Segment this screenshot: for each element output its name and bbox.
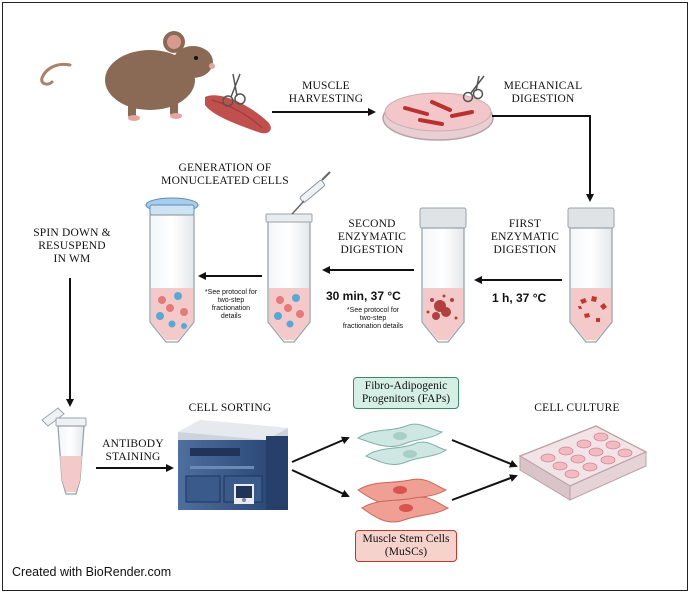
arrow-to-faps xyxy=(291,436,350,463)
label-mononucleated: GENERATION OF MONUCLEATED CELLS xyxy=(161,162,289,187)
label-mechanical-digestion: MECHANICAL DIGESTION xyxy=(503,80,583,105)
arrow-muscs-culture xyxy=(451,474,518,501)
scissors-icon-2 xyxy=(462,75,485,103)
syringe-icon xyxy=(291,171,331,215)
tube-first-digestion xyxy=(567,207,615,343)
label-spin-down: SPIN DOWN & RESUSPEND IN WM xyxy=(33,227,111,265)
tube-spin-down xyxy=(145,197,199,343)
musc-cells-icon xyxy=(357,478,450,523)
eppendorf-tube-icon xyxy=(41,407,87,495)
note-second-digestion: *See protocol for two-step fractionation… xyxy=(342,307,404,330)
petri-dish-icon xyxy=(382,92,494,141)
mouse-icon xyxy=(40,31,215,121)
muscle-tissue-icon xyxy=(205,95,271,134)
arrow-mechanical xyxy=(492,115,594,202)
fap-cells-icon xyxy=(356,423,448,465)
label-antibody-staining: ANTIBODY STAINING xyxy=(102,438,164,463)
label-second-digestion: SECOND ENZYMATIC DIGESTION xyxy=(337,218,407,256)
arrow-faps-culture xyxy=(451,439,518,468)
faps-label-box: Fibro-Adipogenic Progenitors (FAPs) xyxy=(353,377,459,409)
label-cell-culture: CELL CULTURE xyxy=(534,402,620,414)
label-cell-sorting: CELL SORTING xyxy=(188,402,272,414)
tube-mononucleated xyxy=(265,213,313,343)
note-mononucleated: *See protocol for two-step fractionation… xyxy=(204,289,258,320)
cell-sorter-machine-icon xyxy=(178,420,288,510)
scissors-icon xyxy=(222,73,246,107)
biorender-credit: Created with BioRender.com xyxy=(12,565,172,579)
label-first-digestion: FIRST ENZYMATIC DIGESTION xyxy=(490,218,560,256)
label-second-condition: 30 min, 37 °C xyxy=(326,289,401,303)
arrow-to-muscs xyxy=(291,469,350,498)
muscs-label-box: Muscle Stem Cells (MuSCs) xyxy=(355,530,457,562)
well-plate-icon xyxy=(518,425,648,501)
tube-second-digestion-input xyxy=(419,207,467,343)
label-muscle-harvesting: MUSCLE HARVESTING xyxy=(288,80,364,105)
label-first-condition: 1 h, 37 °C xyxy=(492,291,547,305)
